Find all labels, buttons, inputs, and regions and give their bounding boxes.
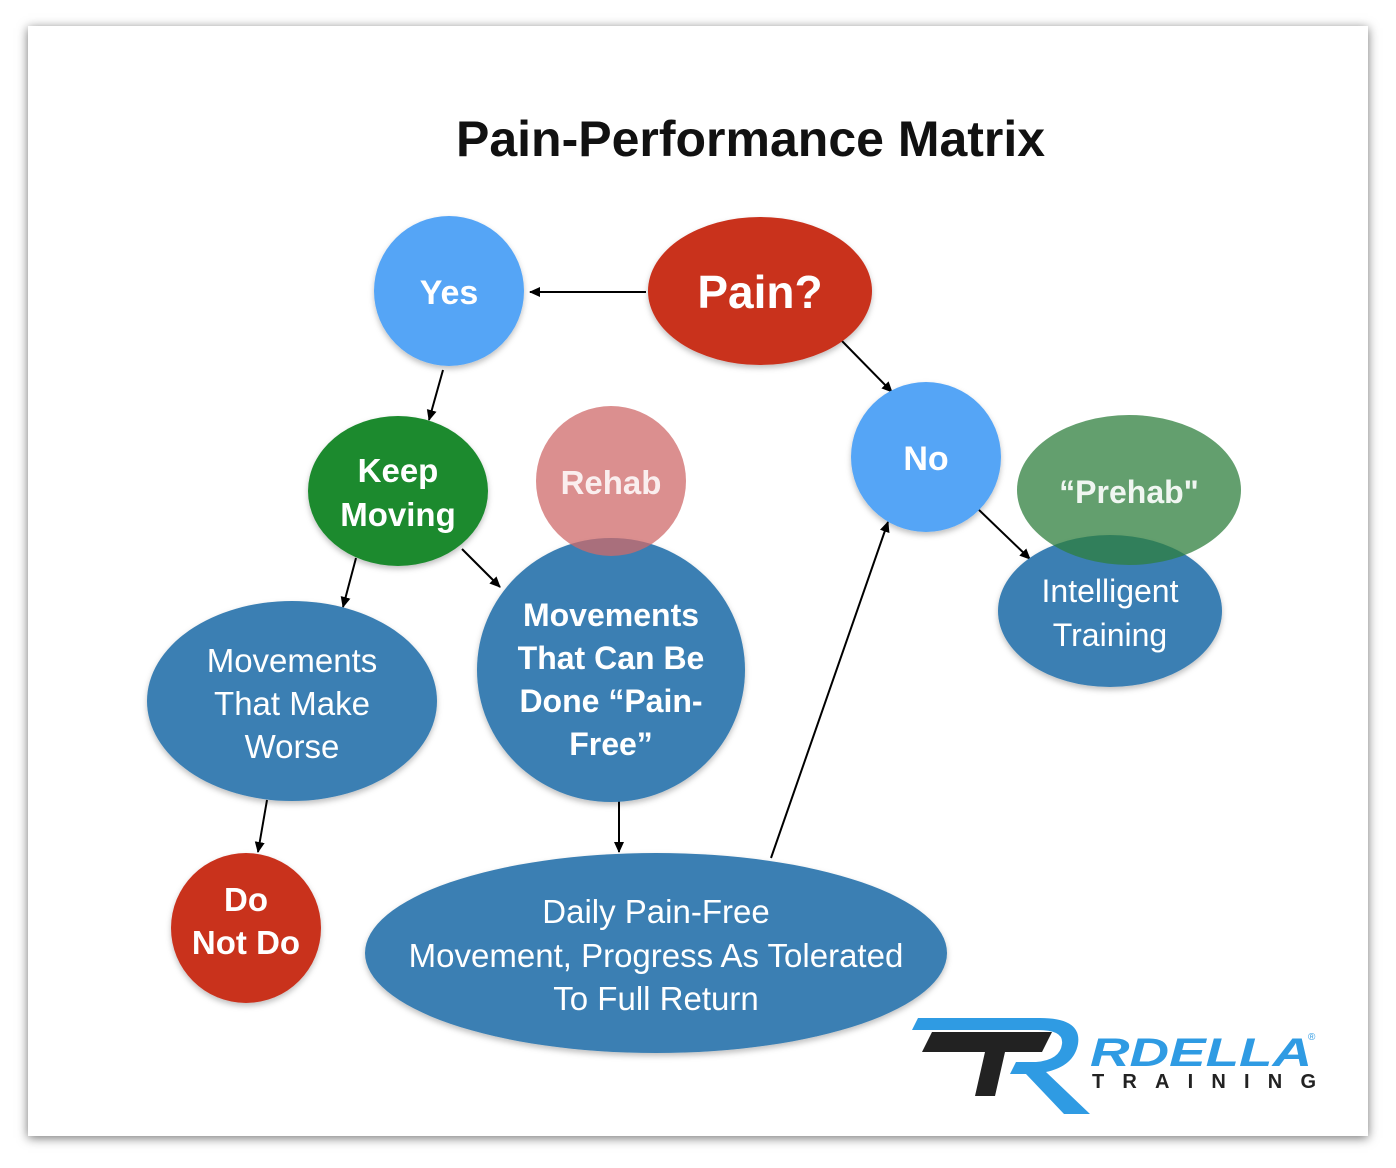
node-keep-moving-line-2: Moving [340, 496, 455, 533]
arrow-pain-to-no [841, 340, 893, 393]
node-intelligent-training-line-2: Training [1053, 617, 1167, 653]
logo-t-mark [922, 1032, 1052, 1096]
logo-wordmark: RDELLA [1090, 1031, 1312, 1075]
node-pain: Pain? [648, 217, 872, 365]
node-yes: Yes [374, 216, 524, 366]
node-intelligent-training: Intelligent Training [998, 535, 1222, 687]
node-movements-worse-line-2: That Make [214, 685, 370, 722]
node-rehab-label: Rehab [561, 464, 662, 501]
node-daily: Daily Pain-Free Movement, Progress As To… [365, 853, 947, 1053]
node-movements-pain-free-line-1: Movements [523, 597, 699, 633]
node-movements-pain-free: Movements That Can Be Done “Pain- Free” [477, 538, 745, 802]
node-movements-worse-line-1: Movements [207, 642, 378, 679]
node-prehab-label: “Prehab" [1059, 474, 1199, 510]
logo-registered-mark: ® [1308, 1032, 1316, 1043]
node-movements-pain-free-line-2: That Can Be [518, 640, 705, 676]
node-do-not-do-line-2: Not Do [192, 924, 300, 961]
node-pain-label: Pain? [697, 266, 822, 318]
brand-logo: RDELLA ® TRAINING [912, 1018, 1316, 1114]
node-do-not-do-line-1: Do [224, 881, 268, 918]
arrow-daily-to-no [770, 521, 890, 859]
node-intelligent-training-line-1: Intelligent [1042, 573, 1179, 609]
node-no: No [851, 382, 1001, 532]
arrow-worse-to-do-not-do [254, 799, 268, 853]
node-movements-pain-free-line-3: Done “Pain- [519, 683, 702, 719]
node-do-not-do: Do Not Do [171, 853, 321, 1003]
node-daily-line-1: Daily Pain-Free [542, 893, 769, 930]
node-prehab: “Prehab" [1017, 415, 1241, 565]
node-keep-moving: Keep Moving [308, 416, 488, 566]
node-daily-line-2: Movement, Progress As Tolerated [409, 937, 904, 974]
node-movements-worse: Movements That Make Worse [147, 601, 437, 801]
node-movements-pain-free-line-4: Free” [569, 726, 653, 762]
node-rehab: Rehab [536, 406, 686, 556]
node-keep-moving-line-1: Keep [358, 452, 439, 489]
node-yes-label: Yes [420, 274, 479, 312]
arrow-keep-moving-to-worse [340, 557, 357, 608]
arrow-keep-moving-to-pain-free [461, 548, 501, 588]
diagram-title: Pain-Performance Matrix [456, 111, 1046, 167]
arrow-no-to-intelligent-training [976, 507, 1031, 560]
arrow-yes-to-keep-moving [426, 369, 444, 421]
node-no-label: No [903, 440, 948, 478]
node-movements-worse-line-3: Worse [245, 728, 340, 765]
logo-r-swoosh [912, 1018, 1090, 1114]
node-daily-line-3: To Full Return [553, 980, 758, 1017]
